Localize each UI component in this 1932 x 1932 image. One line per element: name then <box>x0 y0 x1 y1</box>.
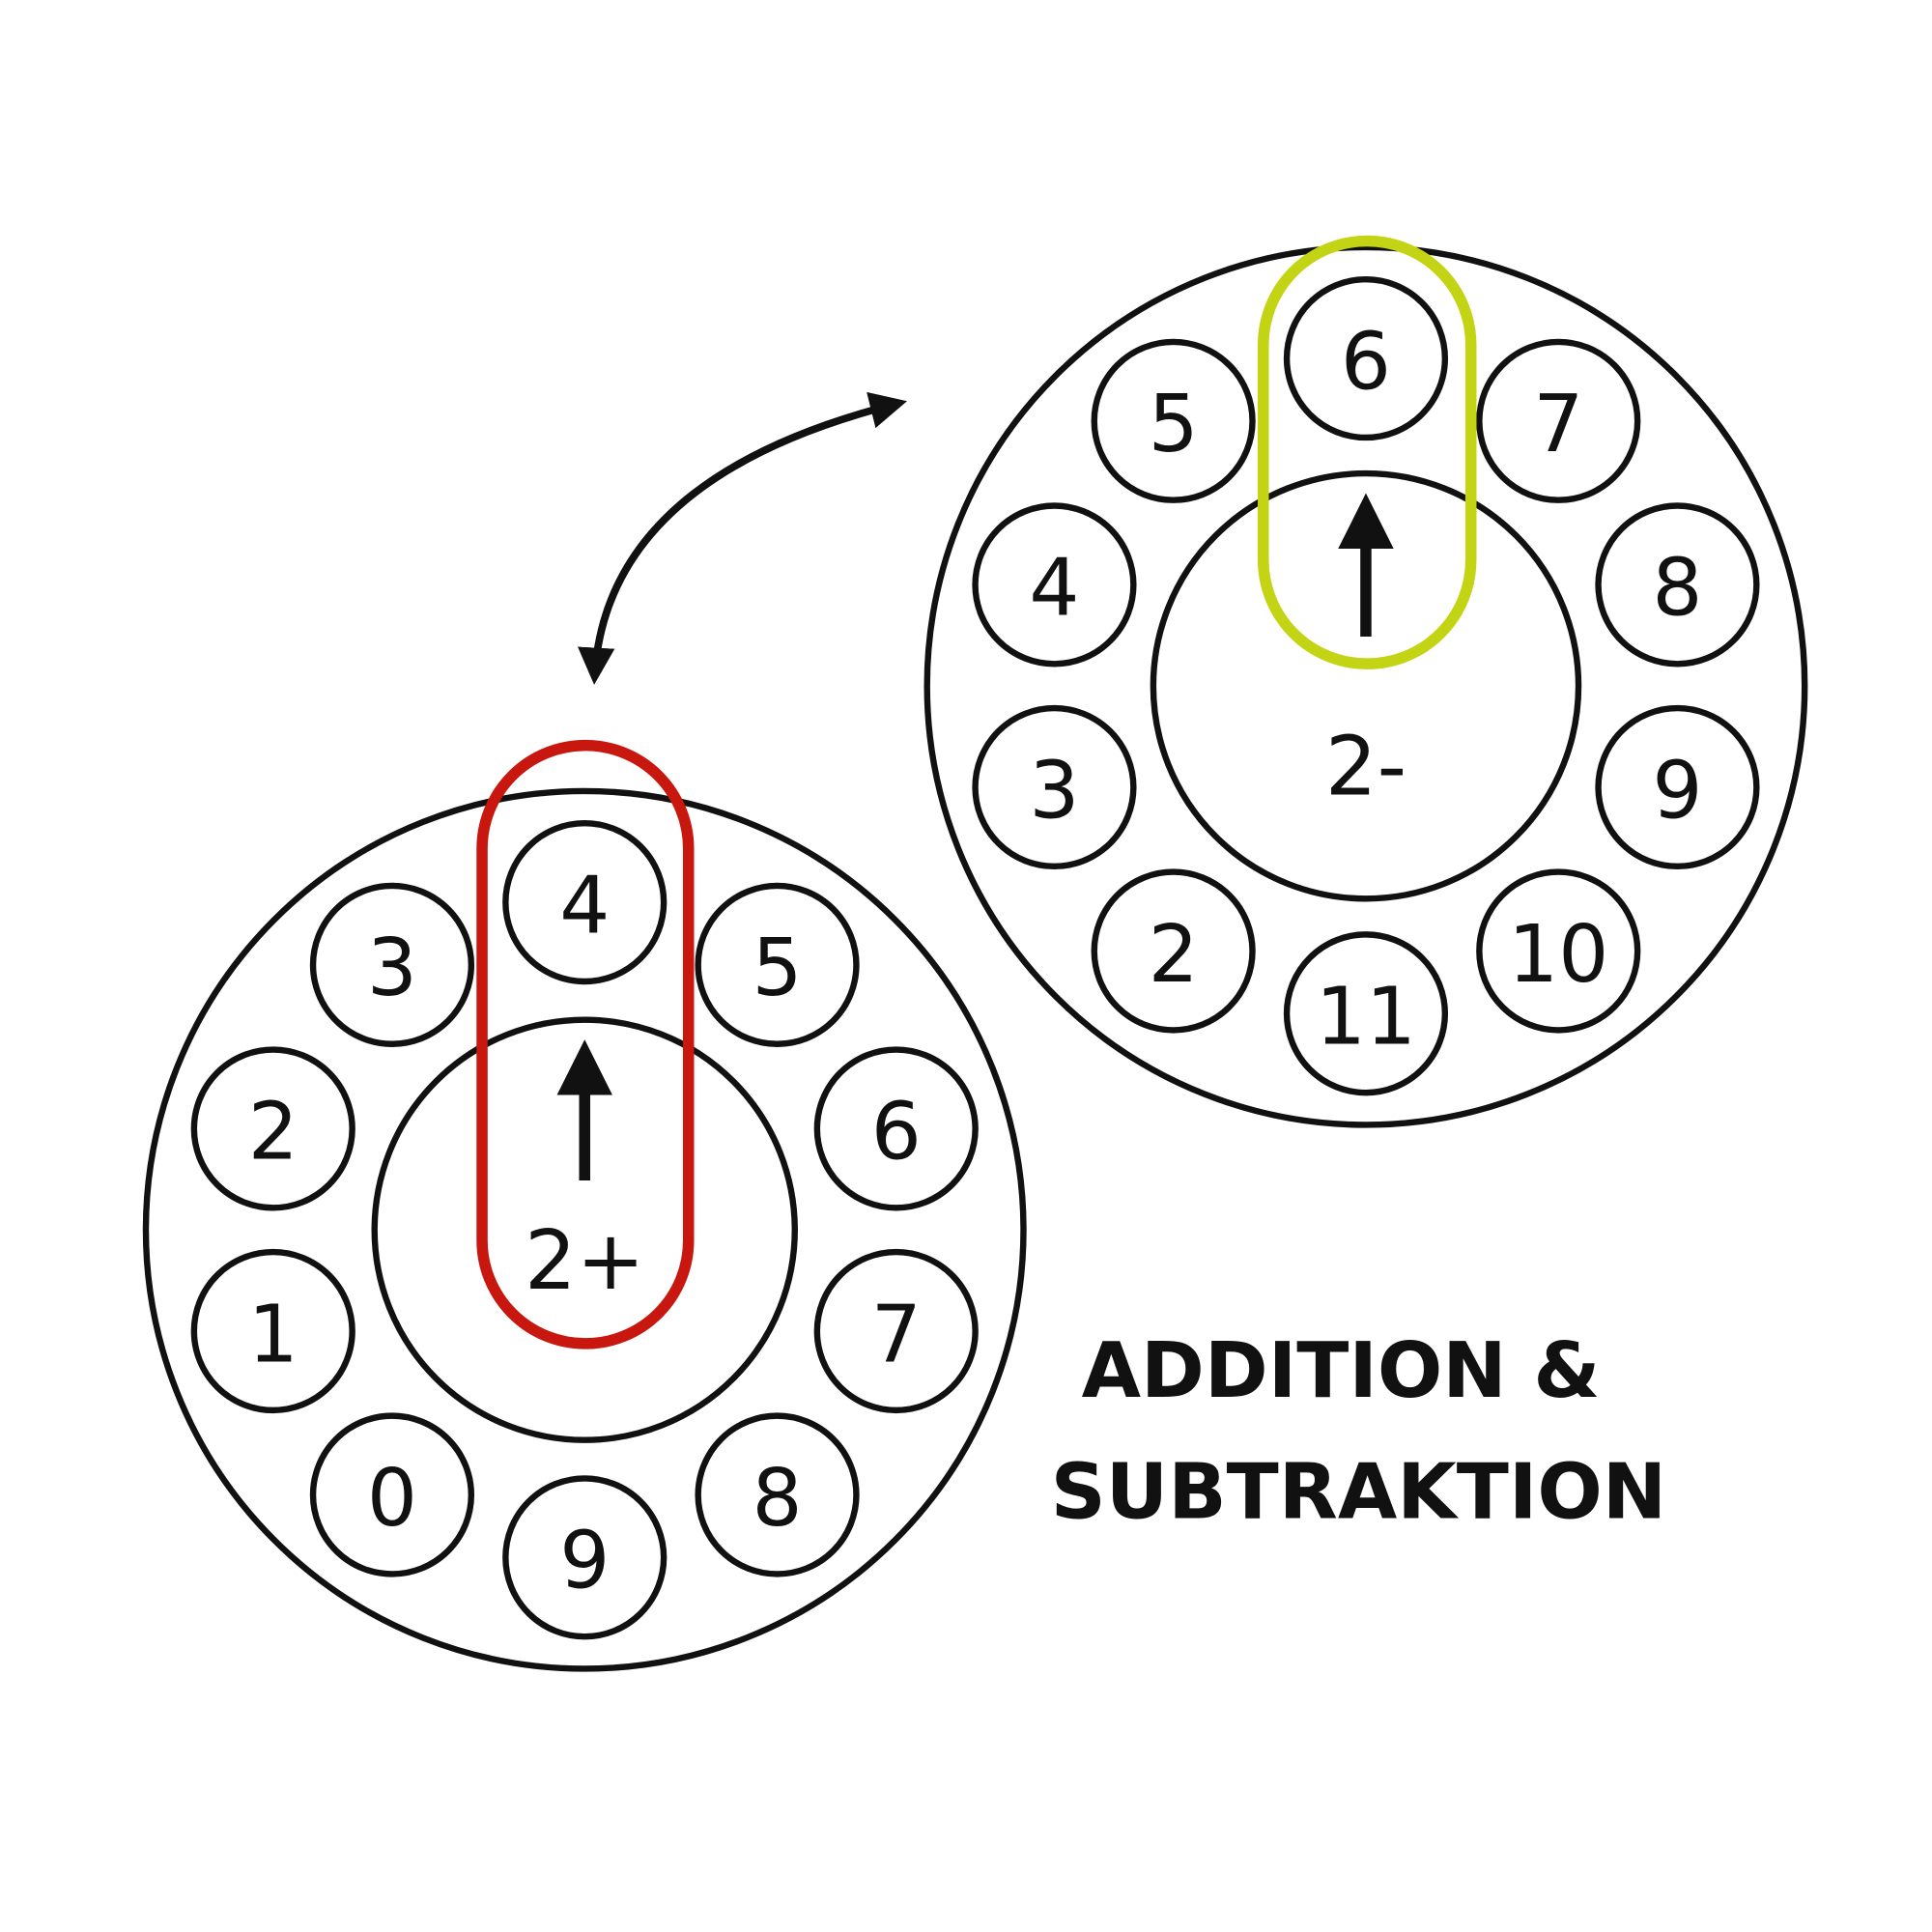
inner-circle <box>371 1016 798 1443</box>
number-circle <box>695 1412 860 1577</box>
number-circle <box>813 1248 979 1414</box>
number-circle <box>309 882 475 1047</box>
number-bubble: 5 <box>1091 338 1256 503</box>
number-label: 8 <box>1652 543 1702 635</box>
number-circle <box>972 502 1137 668</box>
number-circle <box>1476 868 1641 1034</box>
number-bubble: 2 <box>190 1046 355 1211</box>
number-label: 6 <box>871 1087 922 1179</box>
number-bubble: 4 <box>502 820 668 985</box>
operation-label: 2+ <box>525 1213 644 1308</box>
number-bubble: 11 <box>1283 931 1449 1096</box>
outer-ring <box>142 787 1027 1672</box>
number-label: 11 <box>1316 972 1416 1064</box>
number-bubble: 8 <box>1595 502 1760 668</box>
number-label: 9 <box>559 1516 610 1607</box>
curved-double-arrow-icon <box>578 391 907 685</box>
highlight-pill <box>476 739 695 1350</box>
number-bubble: 7 <box>1476 338 1641 503</box>
number-label: 4 <box>559 860 610 952</box>
number-label: 3 <box>1029 745 1079 837</box>
number-circle <box>813 1046 979 1211</box>
number-label: 1 <box>248 1289 298 1380</box>
number-bubble: 9 <box>502 1475 668 1640</box>
number-label: 0 <box>367 1453 417 1545</box>
number-circle <box>695 882 860 1047</box>
number-label: 3 <box>367 923 417 1014</box>
number-label: 2 <box>248 1087 298 1179</box>
number-bubble: 9 <box>1595 704 1760 870</box>
outer-ring <box>923 243 1808 1128</box>
number-bubble: 10 <box>1476 868 1641 1034</box>
number-label: 8 <box>753 1453 803 1545</box>
addition-wheel: 4 56 78 9 01 23 2+ <box>142 739 1027 1672</box>
number-circle <box>1595 502 1760 668</box>
number-circle <box>1595 704 1760 870</box>
number-circle <box>502 820 668 985</box>
number-label: 6 <box>1341 316 1391 408</box>
number-circle <box>309 1412 475 1577</box>
operation-label: 2- <box>1325 719 1406 813</box>
number-circle <box>1283 931 1449 1096</box>
number-circle <box>1283 275 1449 441</box>
highlight-pill <box>1257 235 1477 669</box>
number-circle <box>1091 338 1256 503</box>
number-bubble: 3 <box>972 704 1137 870</box>
number-bubble: 6 <box>1283 275 1449 441</box>
number-bubble: 5 <box>695 882 860 1047</box>
title-line-1: ADDITION & <box>1082 1325 1601 1415</box>
number-label: 9 <box>1652 745 1702 837</box>
number-bubble: 4 <box>972 502 1137 668</box>
number-bubble: 7 <box>813 1248 979 1414</box>
number-bubble: 6 <box>813 1046 979 1211</box>
number-label: 10 <box>1508 909 1608 1001</box>
number-label: 7 <box>1533 379 1583 470</box>
number-bubble: 3 <box>309 882 475 1047</box>
number-label: 7 <box>871 1289 922 1380</box>
title-line-2: SUBTRAKTION <box>1051 1446 1667 1536</box>
number-bubble: 0 <box>309 1412 475 1577</box>
number-bubble: 1 <box>190 1248 355 1414</box>
number-bubble: 2 <box>1091 868 1256 1034</box>
number-circle <box>502 1475 668 1640</box>
number-label: 2 <box>1149 909 1199 1001</box>
number-circle <box>972 704 1137 870</box>
number-label: 5 <box>753 923 803 1014</box>
subtraction-wheel: 6 78 9 10 11 23 45 2- <box>923 235 1808 1128</box>
number-label: 4 <box>1029 543 1079 635</box>
number-bubble: 8 <box>695 1412 860 1577</box>
number-label: 5 <box>1149 379 1199 470</box>
inner-circle <box>1150 469 1582 902</box>
number-circle <box>1476 338 1641 503</box>
number-circle <box>1091 868 1256 1034</box>
number-circle <box>190 1046 355 1211</box>
number-circle <box>190 1248 355 1414</box>
